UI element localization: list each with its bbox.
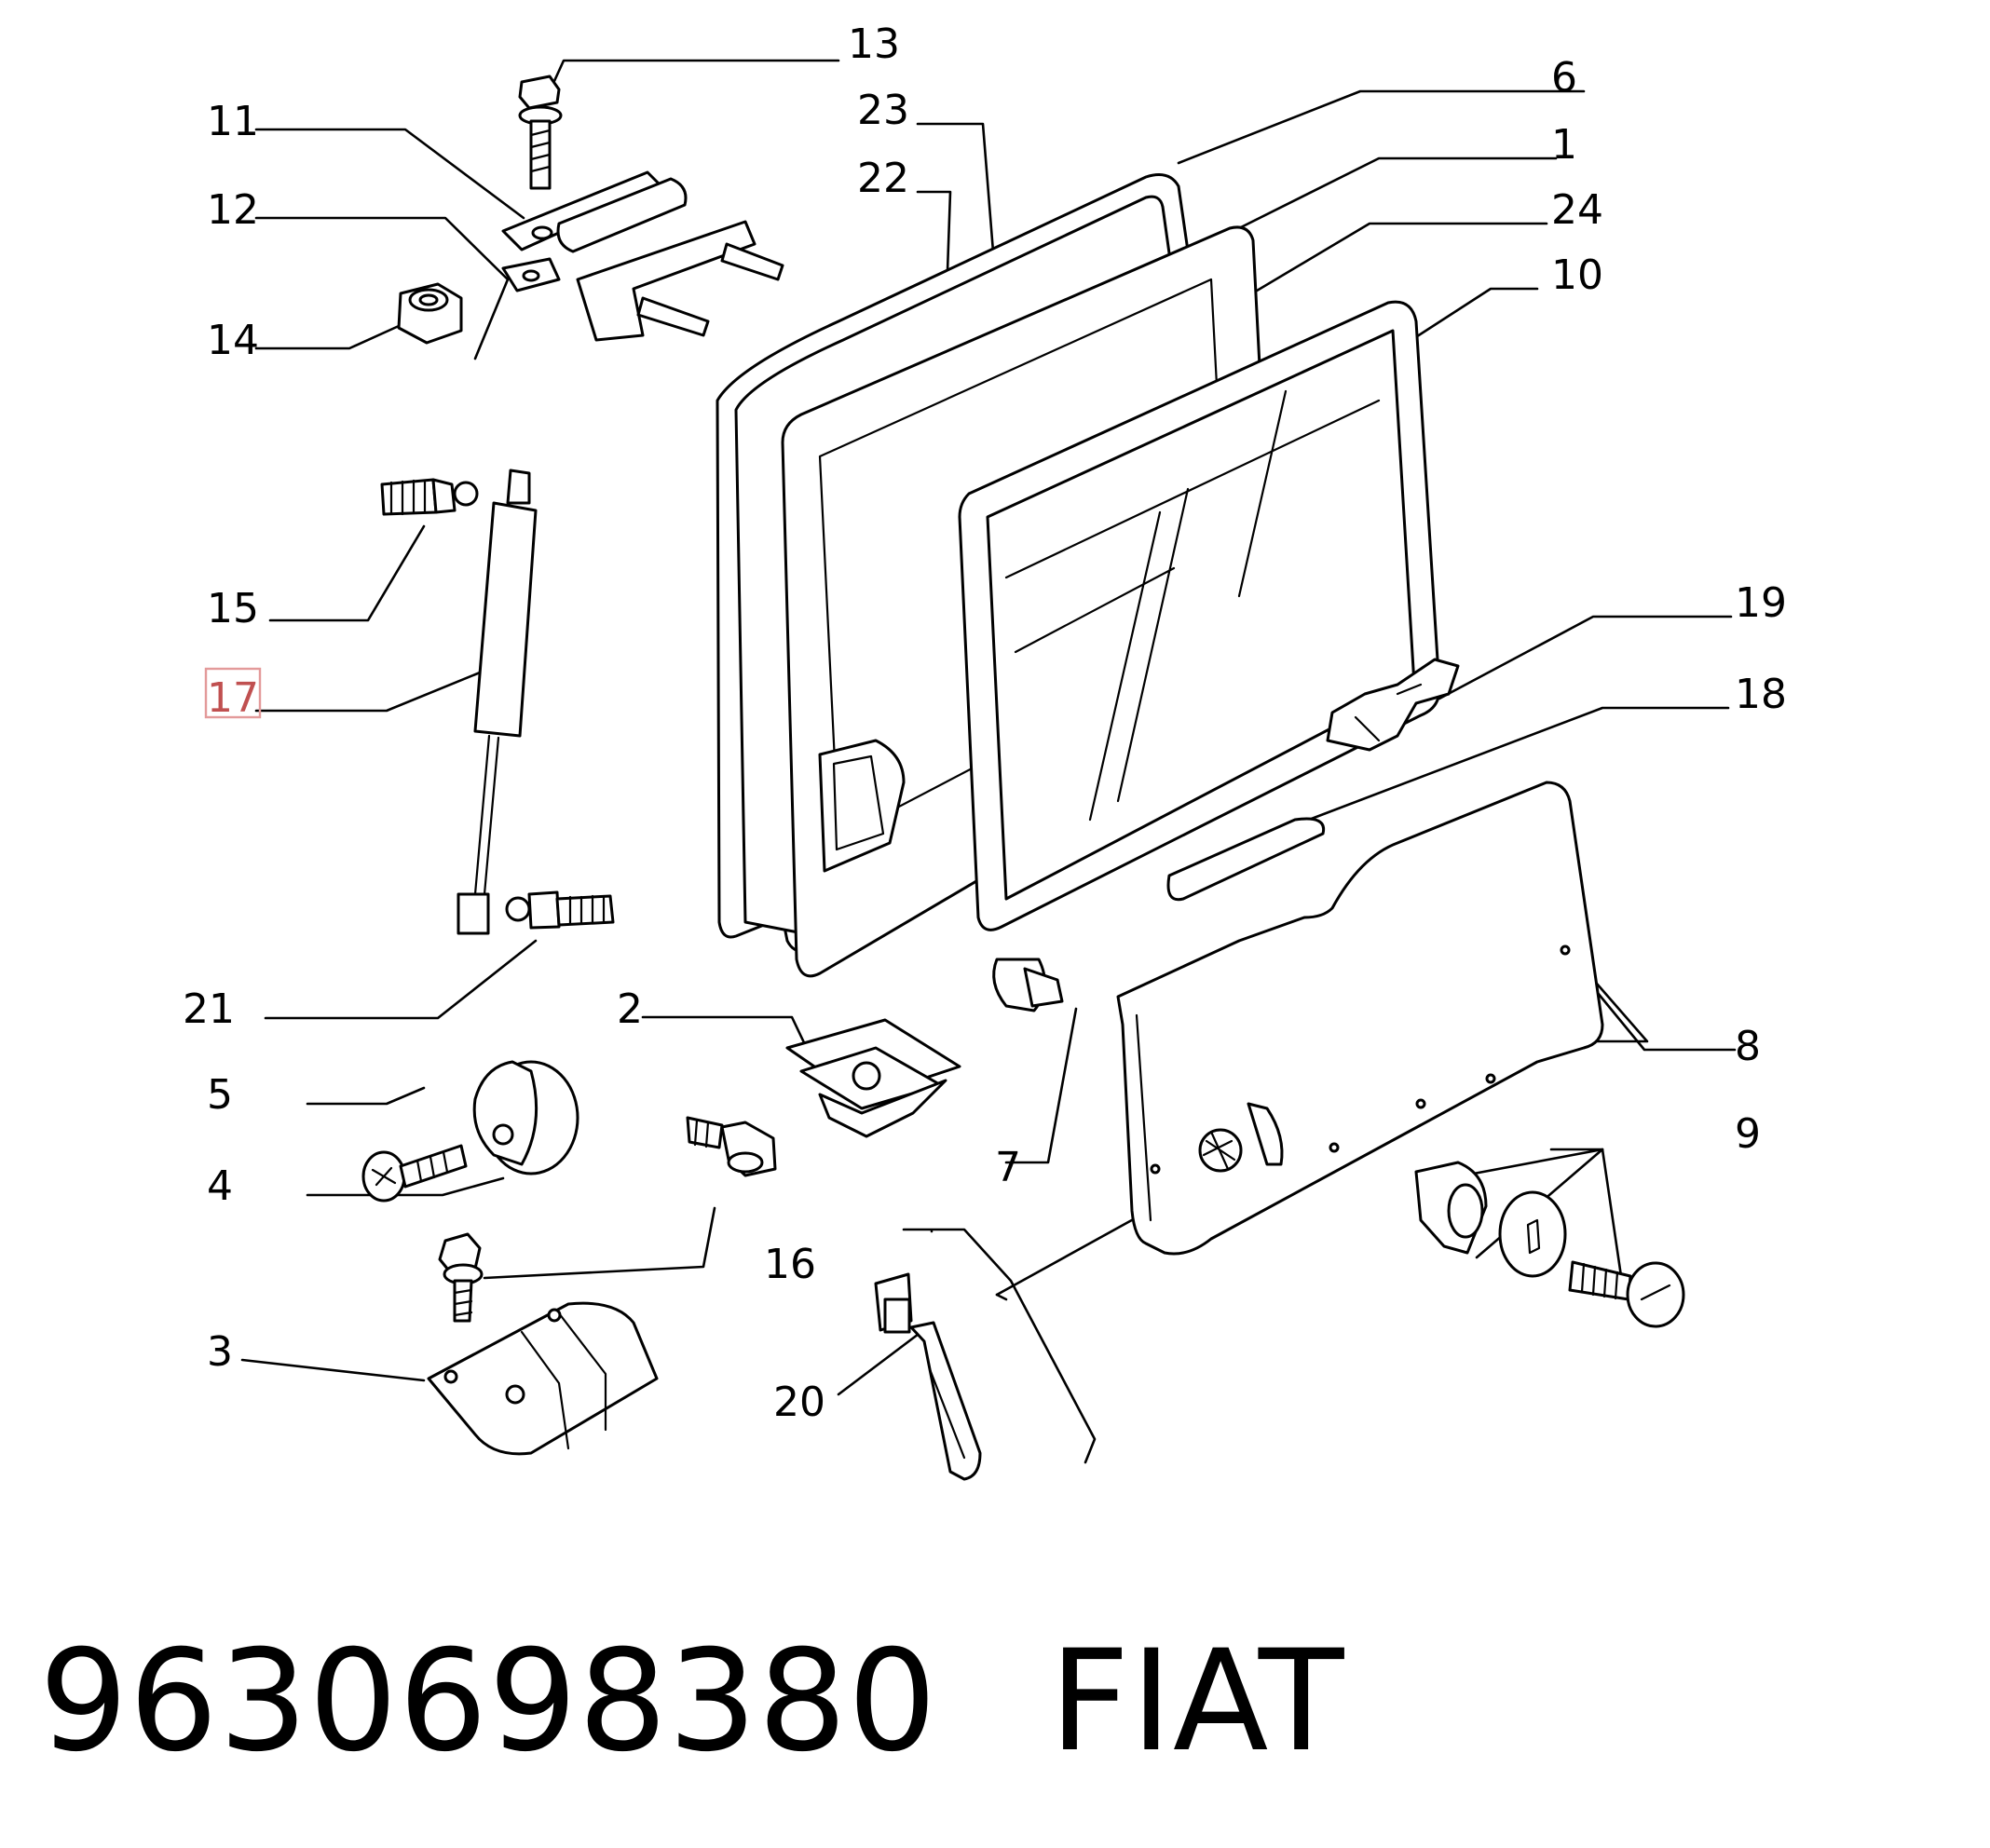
callout-3: 3 <box>207 1328 233 1376</box>
callout-11: 11 <box>207 98 259 145</box>
callout-23: 23 <box>857 87 909 134</box>
brand-name: FIAT <box>1049 1621 1345 1783</box>
callout-9: 9 <box>1735 1110 1761 1158</box>
callout-16: 16 <box>764 1241 816 1288</box>
part-20-handle <box>874 1272 982 1481</box>
callout-17-highlight-box <box>204 667 262 719</box>
part-12-shim <box>501 257 561 292</box>
callout-15: 15 <box>207 585 259 632</box>
part-number: 9630698380 <box>39 1621 938 1783</box>
part-15-ball-stud <box>380 478 479 516</box>
part-10-glass <box>958 300 1441 931</box>
hinge-bracket <box>576 220 784 342</box>
callout-labels: 13 11 12 14 15 17 21 5 4 3 2 16 20 7 23 … <box>183 20 1787 1426</box>
part-9-lock-and-cover <box>1414 1161 1685 1328</box>
callout-21: 21 <box>183 985 235 1033</box>
part-3-guide-plate <box>427 1301 659 1456</box>
part-caption: 9630698380 FIAT <box>39 1621 1456 1783</box>
callout-14: 14 <box>207 317 259 364</box>
part-7-bumper-stop <box>992 958 1064 1012</box>
callout-19: 19 <box>1735 579 1787 627</box>
callout-2: 2 <box>617 985 643 1033</box>
part-16-bolt-lower <box>438 1232 484 1323</box>
callout-4: 4 <box>207 1162 233 1210</box>
part-19-clip <box>1326 658 1460 752</box>
callout-17: 17 <box>207 674 259 722</box>
part-11-hinge-plate <box>501 170 688 253</box>
callout-12: 12 <box>207 186 259 234</box>
part-4-screw <box>361 1144 468 1203</box>
part-16-bolt-upper <box>686 1116 777 1177</box>
callout-5: 5 <box>207 1071 233 1119</box>
part-21-ball-stud <box>505 890 615 930</box>
callout-13: 13 <box>848 20 900 68</box>
callout-20: 20 <box>773 1379 825 1426</box>
part-17-gas-strut <box>457 469 538 935</box>
callout-18: 18 <box>1735 671 1787 718</box>
part-14-nut <box>397 282 463 345</box>
part-2-striker <box>785 1018 961 1138</box>
part-8-trim-panel <box>1116 781 1604 1256</box>
callout-22: 22 <box>857 155 909 202</box>
callout-8: 8 <box>1735 1023 1761 1070</box>
part-5-bumper <box>472 1060 579 1175</box>
callout-24: 24 <box>1551 186 1603 234</box>
callout-6: 6 <box>1551 54 1577 102</box>
callout-10: 10 <box>1551 251 1603 299</box>
part-13-bolt <box>518 75 563 190</box>
part-18-trim-strip <box>1166 817 1326 902</box>
callout-1: 1 <box>1551 121 1577 169</box>
callout-7: 7 <box>995 1144 1021 1191</box>
